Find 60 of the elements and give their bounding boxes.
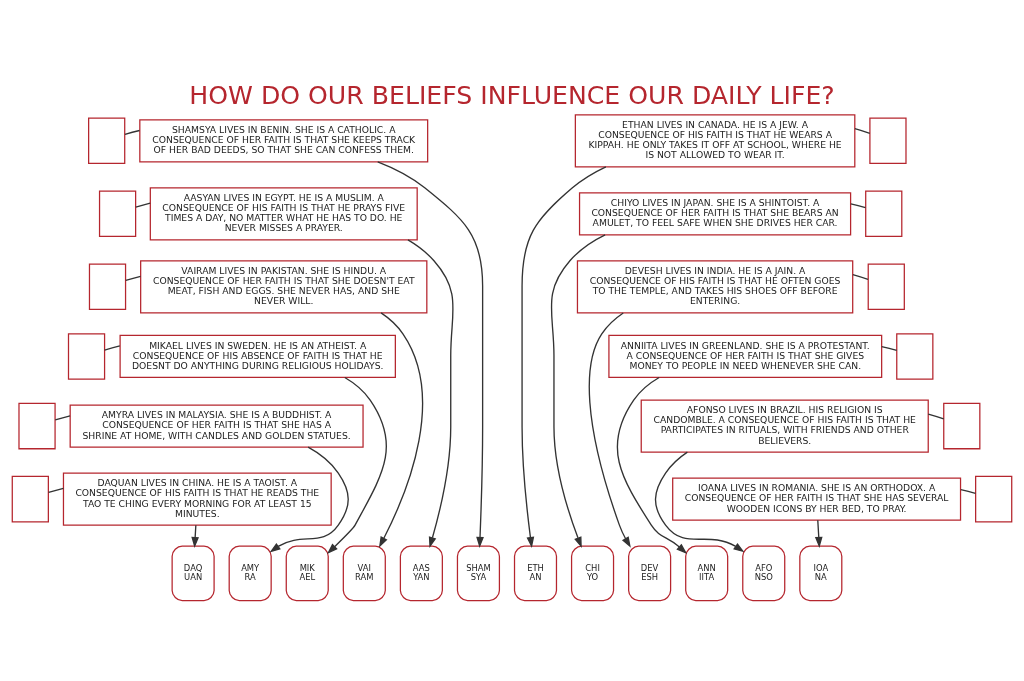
node-box: SHAM SYA [456,545,501,602]
arrow [654,451,745,553]
node-box: SHAMSYA LIVES IN BENIN. SHE IS A CATHOLIC. A CONSEQUENCE OF HER FAITH IS THAT SHE KEEPS TRACK OF HER BAD DEEDS, SO THAT SHE CAN CONFESS THEM. [139,119,429,163]
node-box: AMY RA [228,545,272,602]
connector [54,415,71,421]
node-box: ETH AN [513,545,558,602]
connector [852,273,869,281]
arrow [327,376,387,554]
node-box: VAIRAM LIVES IN PAKISTAN. SHE IS HINDU. A CONSEQUENCE OF HER FAITH IS THAT SHE DOESN'T EAT MEAT, FISH AND EGGS. SHE NEVER HAS, AND SHE NEVER WILL. [140,260,428,314]
connector [854,128,871,135]
arrow [550,234,606,548]
node-box: AMYRA LIVES IN MALAYSIA. SHE IS A BUDDHIST. A CONSEQUENCE OF HER FAITH IS THAT SHE HAS A SHRINE AT HOME, WITH CANDLES AND GOLDEN STATUES. [69,404,364,448]
node-box: MIK AEL [285,545,329,602]
node-box: DEVESH LIVES IN INDIA. HE IS A JAIN. A CONSEQUENCE OF HIS FAITH IS THAT HE OFTEN GOES TO THE TEMPLE, AND TAKES HIS SHOES OFF BEFORE ENTERING. [576,260,854,314]
node-box [975,475,1013,523]
node-box [11,475,49,523]
node-box: CHIYO LIVES IN JAPAN. SHE IS A SHINTOIST. A CONSEQUENCE OF HER FAITH IS THAT SHE BEARS AN AMULET, TO FEEL SAFE WHEN SHE DRIVES HER CAR. [578,192,852,236]
arrow [378,312,424,548]
node-box [943,402,981,450]
node-box: VAI RAM [342,545,386,602]
connector [47,487,65,494]
connector [124,129,141,136]
node-box: IOA NA [799,545,843,602]
connector [135,202,151,208]
connector [927,413,945,420]
node-box [88,263,127,311]
arrow [269,446,349,553]
connector [881,345,898,352]
node-box: AASYAN LIVES IN EGYPT. HE IS A MUSLIM. A CONSEQUENCE OF HIS FAITH IS THAT HE PRAYS FIVE TIMES A DAY, NO MATTER WHAT HE HAS TO DO. HE NEVER MISSES A PRAYER. [149,187,418,241]
connector [103,345,121,351]
arrow [814,519,823,548]
node-box: IOANA LIVES IN ROMANIA. SHE IS AN ORTHODOX. A CONSEQUENCE OF HER FAITH IS THAT SHE HAS SEVERAL WOODEN ICONS BY HER BED, TO PRAY. [672,477,962,521]
arrow [588,312,631,548]
node-box [896,333,934,380]
node-box: MIKAEL LIVES IN SWEDEN. HE IS AN ATHEIST. A CONSEQUENCE OF HIS ABSENCE OF FAITH IS THAT HE DOESNT DO ANYTHING DURING RELIGIOUS HOLIDAYS. [119,334,396,379]
node-box: AFO NSO [742,545,786,602]
node-box [869,117,907,165]
node-box [88,117,126,165]
node-box: DAQUAN LIVES IN CHINA. HE IS A TAOIST. A CONSEQUENCE OF HIS FAITH IS THAT HE READS THE TAO TE CHING EVERY MORNING FOR AT LEAST 15 MINUTES. [62,472,332,526]
node-box: DAQ UAN [171,545,215,602]
node-box: AFONSO LIVES IN BRAZIL. HIS RELIGION IS CANDOMBLE. A CONSEQUENCE OF HIS FAITH IS THAT HE PARTICIPATES IN RITUALS, WITH FRIENDS AND OTHER BELIEVERS. [640,399,929,453]
node-box: ANN IITA [685,545,729,602]
node-box: ETHAN LIVES IN CANADA. HE IS A JEW. A CONSEQUENCE OF HIS FAITH IS THAT HE WEARS A KIPPAH. HE ONLY TAKES IT OFF AT SCHOOL, WHERE HE IS NOT ALLOWED TO WEAR IT. [574,114,856,168]
arrow [616,376,688,555]
connector [850,203,867,209]
node-box [865,190,903,238]
diagram-title: HOW DO OUR BELIEFS INFLUENCE OUR DAILY LIFE? [189,80,835,110]
node-box: AAS YAN [399,545,443,602]
node-box: CHI YO [570,545,615,602]
arrow [521,166,607,549]
arrow [407,239,454,548]
connector [960,488,977,494]
node-box: ANNIITA LIVES IN GREENLAND. SHE IS A PROTESTANT. A CONSEQUENCE OF HER FAITH IS THAT SHE GIVES MONEY TO PEOPLE IN NEED WHENEVER SHE CAN. [608,334,883,379]
connector [125,275,142,282]
node-box [98,190,137,238]
node-box [67,333,106,380]
node-box [18,402,56,450]
node-box: DEV ESH [628,545,672,602]
node-box [867,263,905,311]
arrow [377,161,484,548]
